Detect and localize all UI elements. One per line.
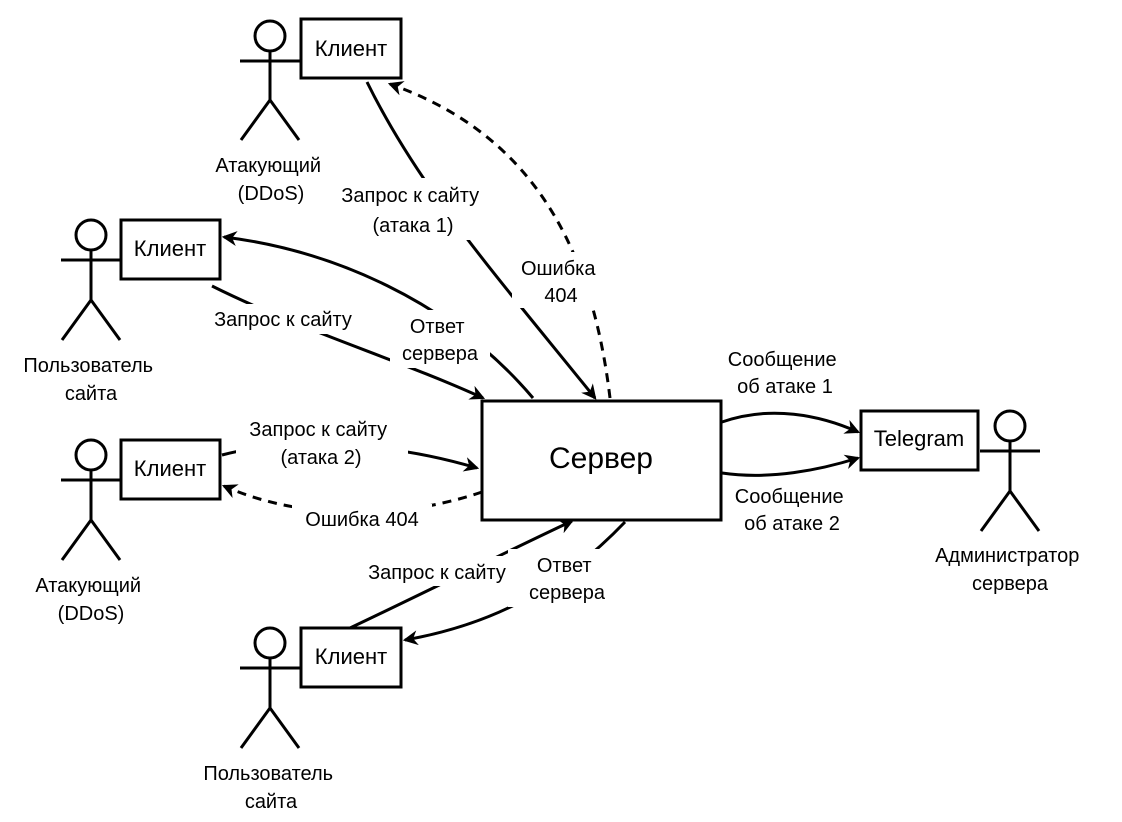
actor-icon <box>60 438 122 561</box>
actor-icon <box>239 19 301 141</box>
label-msg-attack2: Сообщение об атаке 2 <box>735 486 849 535</box>
actor-label: Атакующий (DDoS) <box>35 575 146 625</box>
client-box[interactable]: Клиент <box>119 438 222 501</box>
client-user-1: Клиент Пользователь сайта <box>23 218 222 405</box>
client-box[interactable]: Клиент <box>119 218 222 281</box>
actor-label: Пользователь сайта <box>23 355 158 405</box>
client-attacker-2: Клиент Атакующий (DDoS) <box>35 438 222 625</box>
label-msg-attack1: Сообщение об атаке 1 <box>728 349 842 398</box>
server-label: Сервер <box>549 442 653 475</box>
label-attack2-request: Запрос к сайту (атака 2) <box>249 419 392 469</box>
actor-label: Администратор сервера <box>935 545 1085 595</box>
client-box[interactable]: Клиент <box>299 17 403 80</box>
telegram-label: Telegram <box>874 426 964 451</box>
label-user1-response: Ответ сервера <box>402 316 479 365</box>
client-label: Клиент <box>315 36 387 61</box>
client-label: Клиент <box>134 236 206 261</box>
label-attack1-request: Запрос к сайту (атака 1) <box>341 185 484 237</box>
client-label: Клиент <box>315 644 387 669</box>
actor-icon <box>979 409 1041 532</box>
client-label: Клиент <box>134 456 206 481</box>
client-box[interactable]: Клиент <box>299 626 403 689</box>
client-attacker-1: Клиент Атакующий (DDoS) <box>215 17 403 205</box>
server-node[interactable]: Сервер <box>480 399 723 522</box>
actor-label: Пользователь сайта <box>203 763 338 813</box>
edge-msg-attack2 <box>721 454 861 477</box>
edge-msg-attack1 <box>721 411 861 434</box>
edge-attack1-error <box>387 81 612 399</box>
label-user2-request: Запрос к сайту <box>368 562 506 584</box>
client-user-2: Клиент Пользователь сайта <box>203 626 403 813</box>
edge-user1-request <box>211 284 486 400</box>
edge-user1-response <box>221 231 535 399</box>
actor-label: Атакующий (DDoS) <box>215 155 326 205</box>
label-user1-request: Запрос к сайту <box>214 309 352 331</box>
label-user2-response: Ответ сервера <box>529 555 606 604</box>
label-attack2-error: Ошибка 404 <box>305 509 418 531</box>
actor-icon <box>60 218 122 341</box>
admin-actor: Администратор сервера <box>935 409 1085 595</box>
label-attack1-error: Ошибка 404 <box>521 258 601 307</box>
actor-icon <box>239 626 301 749</box>
telegram-node[interactable]: Telegram <box>859 409 980 472</box>
